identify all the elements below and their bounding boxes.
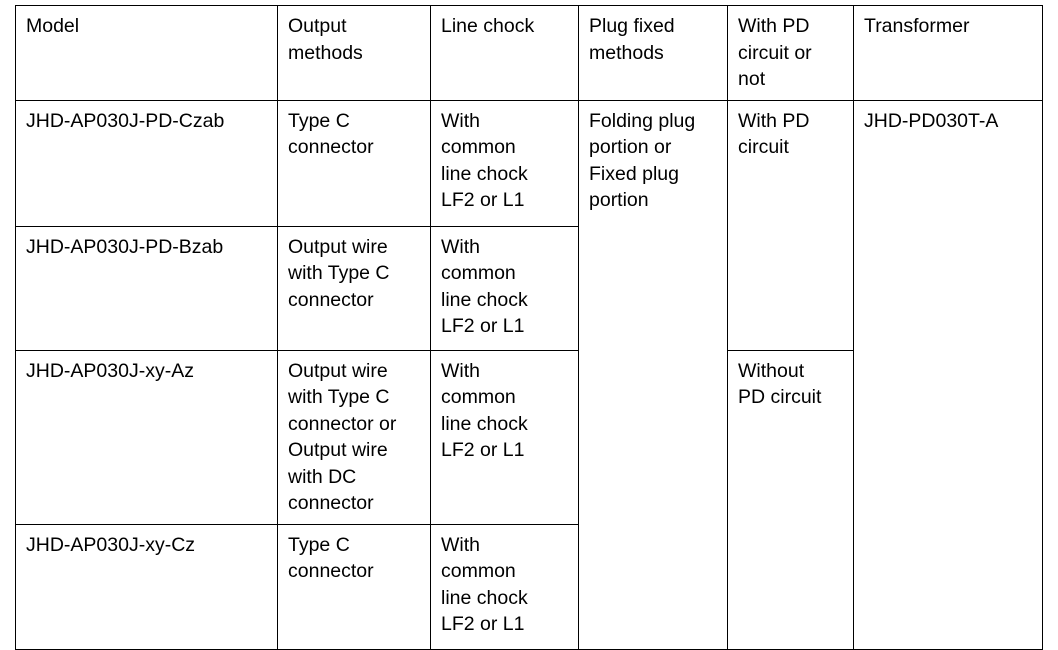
- cell-model: JHD-AP030J-PD-Czab: [15, 99, 278, 227]
- column-header-with-pd-circuit-or-not: With PD circuit or not: [727, 5, 854, 101]
- cell-output-methods: Type C connector: [277, 523, 431, 650]
- product-model-spec-table: Model Output methods Line chock Plug fix…: [15, 5, 1043, 650]
- cell-model: JHD-AP030J-PD-Bzab: [15, 225, 278, 351]
- cell-pd-circuit: With PD circuit: [727, 99, 854, 351]
- cell-output-methods: Output wire with Type C connector: [277, 225, 431, 351]
- cell-line-chock: With common line chock LF2 or L1: [430, 523, 579, 650]
- cell-line-chock: With common line chock LF2 or L1: [430, 349, 579, 525]
- table-row: JHD-AP030J-xy-Az Output wire with Type C…: [15, 349, 1043, 650]
- cell-line-chock: With common line chock LF2 or L1: [430, 225, 579, 351]
- cell-model: JHD-AP030J-xy-Cz: [15, 523, 278, 650]
- cell-plug-fixed-methods: Folding plug portion or Fixed plug porti…: [578, 99, 728, 650]
- column-header-output-methods: Output methods: [277, 5, 431, 101]
- cell-output-methods: Output wire with Type C connector or Out…: [277, 349, 431, 525]
- cell-pd-circuit: Without PD circuit: [727, 349, 854, 650]
- column-header-transformer: Transformer: [853, 5, 1043, 101]
- column-header-line-chock: Line chock: [430, 5, 579, 101]
- cell-model: JHD-AP030J-xy-Az: [15, 349, 278, 525]
- table-header-row: Model Output methods Line chock Plug fix…: [15, 5, 1043, 101]
- cell-line-chock: With common line chock LF2 or L1: [430, 99, 579, 227]
- column-header-model: Model: [15, 5, 278, 101]
- cell-transformer: JHD-PD030T-A: [853, 99, 1043, 650]
- table-row: JHD-AP030J-PD-Czab Type C connector With…: [15, 99, 1043, 650]
- column-header-plug-fixed-methods: Plug fixed methods: [578, 5, 728, 101]
- cell-output-methods: Type C connector: [277, 99, 431, 227]
- table-row: JHD-AP030J-PD-Bzab Output wire with Type…: [15, 225, 1043, 351]
- table-row: JHD-AP030J-xy-Cz Type C connector With c…: [15, 523, 1043, 650]
